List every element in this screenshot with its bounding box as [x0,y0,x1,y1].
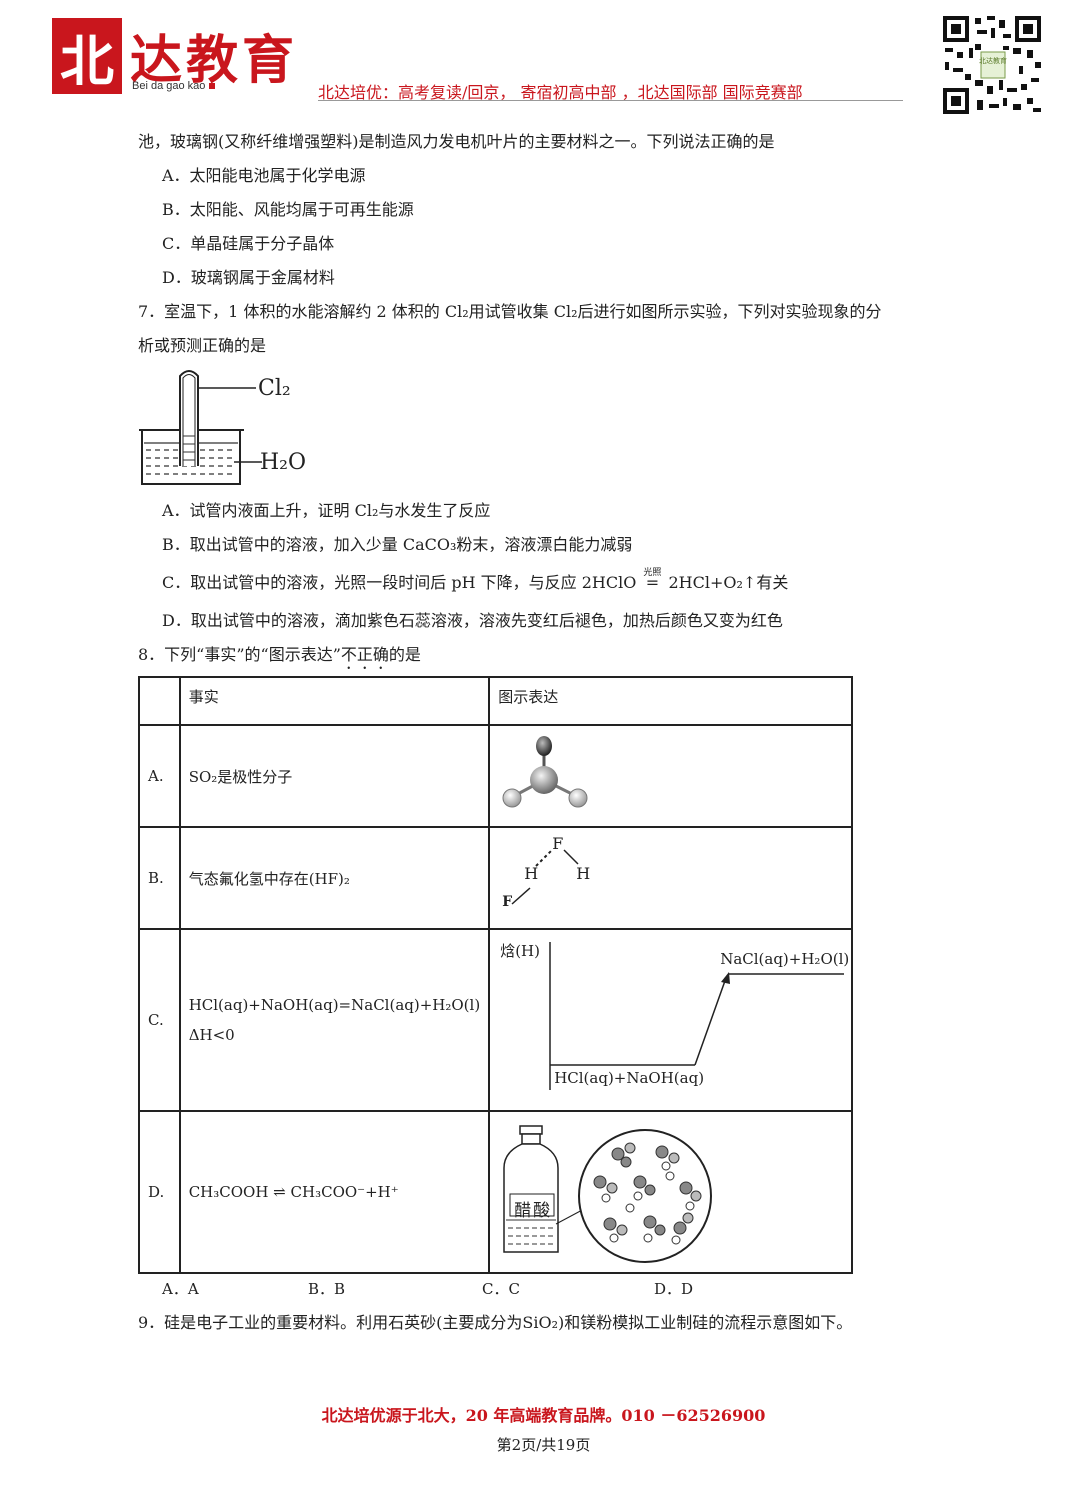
row-label: B. [138,826,181,930]
q8-answer-d: D．D [654,1280,694,1298]
table-row: C. HCl(aq)+NaOH(aq)=NaCl(aq)+H₂O(l) ΔH<0… [138,928,853,1112]
page-number: 第2页/共19页 [496,1436,591,1454]
q7-option-b: B．取出试管中的溶液，加入少量 CaCO₃粉末，溶液漂白能力减弱 [162,535,633,554]
q7-option-c: C．取出试管中的溶液，光照一段时间后 pH 下降，与反应 2HClO 光照 = … [162,568,789,593]
q6-option-c: C．单晶硅属于分子晶体 [162,234,335,253]
table-row: B. 气态氟化氢中存在(HF)₂ F H H F [138,826,853,930]
q7-option-a: A．试管内液面上升，证明 Cl₂与水发生了反应 [162,501,491,520]
table-header-row: 事实 图示表达 [138,676,853,726]
q7-cl2-label: Cl₂ [258,376,291,401]
hf-h-right: H [576,864,591,883]
hf-f-bottom: F [502,894,513,910]
q8-answer-c: C．C [482,1280,520,1298]
hf-h-left: H [524,864,539,883]
logo-pinyin: Bei da gao kao [132,80,215,92]
q7-apparatus-figure: Cl₂ H₂O [136,366,336,492]
so2-molecule-figure [488,724,853,828]
q6-option-a: A．太阳能电池属于化学电源 [162,166,366,185]
table-row: A. SO₂是极性分子 [138,724,853,828]
table-header-figure: 图示表达 [488,676,853,726]
q8-stem: 8．下列“事实”的“图示表达”不正确的是 [138,645,421,673]
table-header-cell [138,676,181,726]
row-fact: SO₂是极性分子 [178,724,491,828]
q8-answer-b: B．B [308,1280,346,1298]
q7-h2o-label: H₂O [260,450,307,475]
header-slogan: 北达培优：高考复读/回京， 寄宿初高中部 ，北达国际部 国际竞赛部 [318,83,803,102]
q8-answer-a: A．A [162,1280,199,1298]
enthalpy-axis-label: 焓(H) [500,942,540,960]
q7-option-c-tail: 2HCl+O₂↑有关 [668,573,789,592]
q7-option-d: D．取出试管中的溶液，滴加紫色石蕊溶液，溶液先变红后褪色，加热后颜色又变为红色 [162,611,783,630]
q7-condition-label: 光照 [643,568,662,578]
row-label: D. [138,1110,181,1274]
enthalpy-reactant-label: HCl(aq)+NaOH(aq) [554,1069,705,1087]
q8-table: 事实 图示表达 A. SO₂是极性分子 B. 气态氟化氢中存 [138,676,853,1274]
row-fact-enthalpy: ΔH<0 [188,1026,235,1044]
qr-code-icon: 北达教育 [941,14,1043,116]
row-label: C. [138,928,181,1112]
q6-option-b: B．太阳能、风能均属于可再生能源 [162,200,414,219]
hf-dimer-figure: F H H F [488,826,853,930]
logo-mark: 北 [52,18,122,94]
row-fact: CH₃COOH ⇌ CH₃COO⁻+H⁺ [178,1110,491,1274]
vinegar-bottle-label: 醋酸 [514,1201,553,1221]
acetic-acid-figure: 醋酸 [488,1110,853,1274]
hf-f-top: F [552,834,564,853]
enthalpy-product-label: NaCl(aq)+H₂O(l) [720,950,850,968]
row-fact-equation: HCl(aq)+NaOH(aq)=NaCl(aq)+H₂O(l) [188,996,481,1014]
qr-badge-text: 北达教育 [979,56,1007,65]
row-fact: HCl(aq)+NaOH(aq)=NaCl(aq)+H₂O(l) ΔH<0 [178,928,491,1112]
table-row: D. CH₃COOH ⇌ CH₃COO⁻+H⁺ [138,1110,853,1274]
q7-option-c-text: C．取出试管中的溶液，光照一段时间后 pH 下降，与反应 2HClO [162,573,637,592]
enthalpy-diagram: 焓(H) NaCl(aq)+H₂O(l) HCl(aq)+NaOH(aq) [488,928,853,1112]
q8-stem-prefix: 8．下列“事实”的“图示表达” [138,645,341,664]
q8-stem-suffix: 的是 [388,645,421,664]
table-header-fact: 事实 [178,676,491,726]
q7-stem-line2: 析或预测正确的是 [138,336,267,355]
row-label: A. [138,724,181,828]
header-divider [318,100,903,101]
q7-equals-sign: = [645,573,660,592]
row-fact: 气态氟化氢中存在(HF)₂ [178,826,491,930]
footer-slogan: 北达培优源于北大，20 年高端教育品牌。010 －62526900 [321,1406,766,1425]
q6-option-d: D．玻璃钢属于金属材料 [162,268,335,287]
q7-stem-line1: 7．室温下，1 体积的水能溶解约 2 体积的 Cl₂用试管收集 Cl₂后进行如图… [138,302,882,321]
q6-stem-tail: 池，玻璃钢(又称纤维增强塑料)是制造风力发电机叶片的主要材料之一。下列说法正确的… [138,132,775,151]
q9-stem: 9．硅是电子工业的重要材料。利用石英砂(主要成分为SiO₂)和镁粉模拟工业制硅的… [138,1313,853,1332]
q8-stem-emphasis: 不正确 [340,645,389,664]
q7-option-c-arrow: 光照 = [641,568,663,593]
